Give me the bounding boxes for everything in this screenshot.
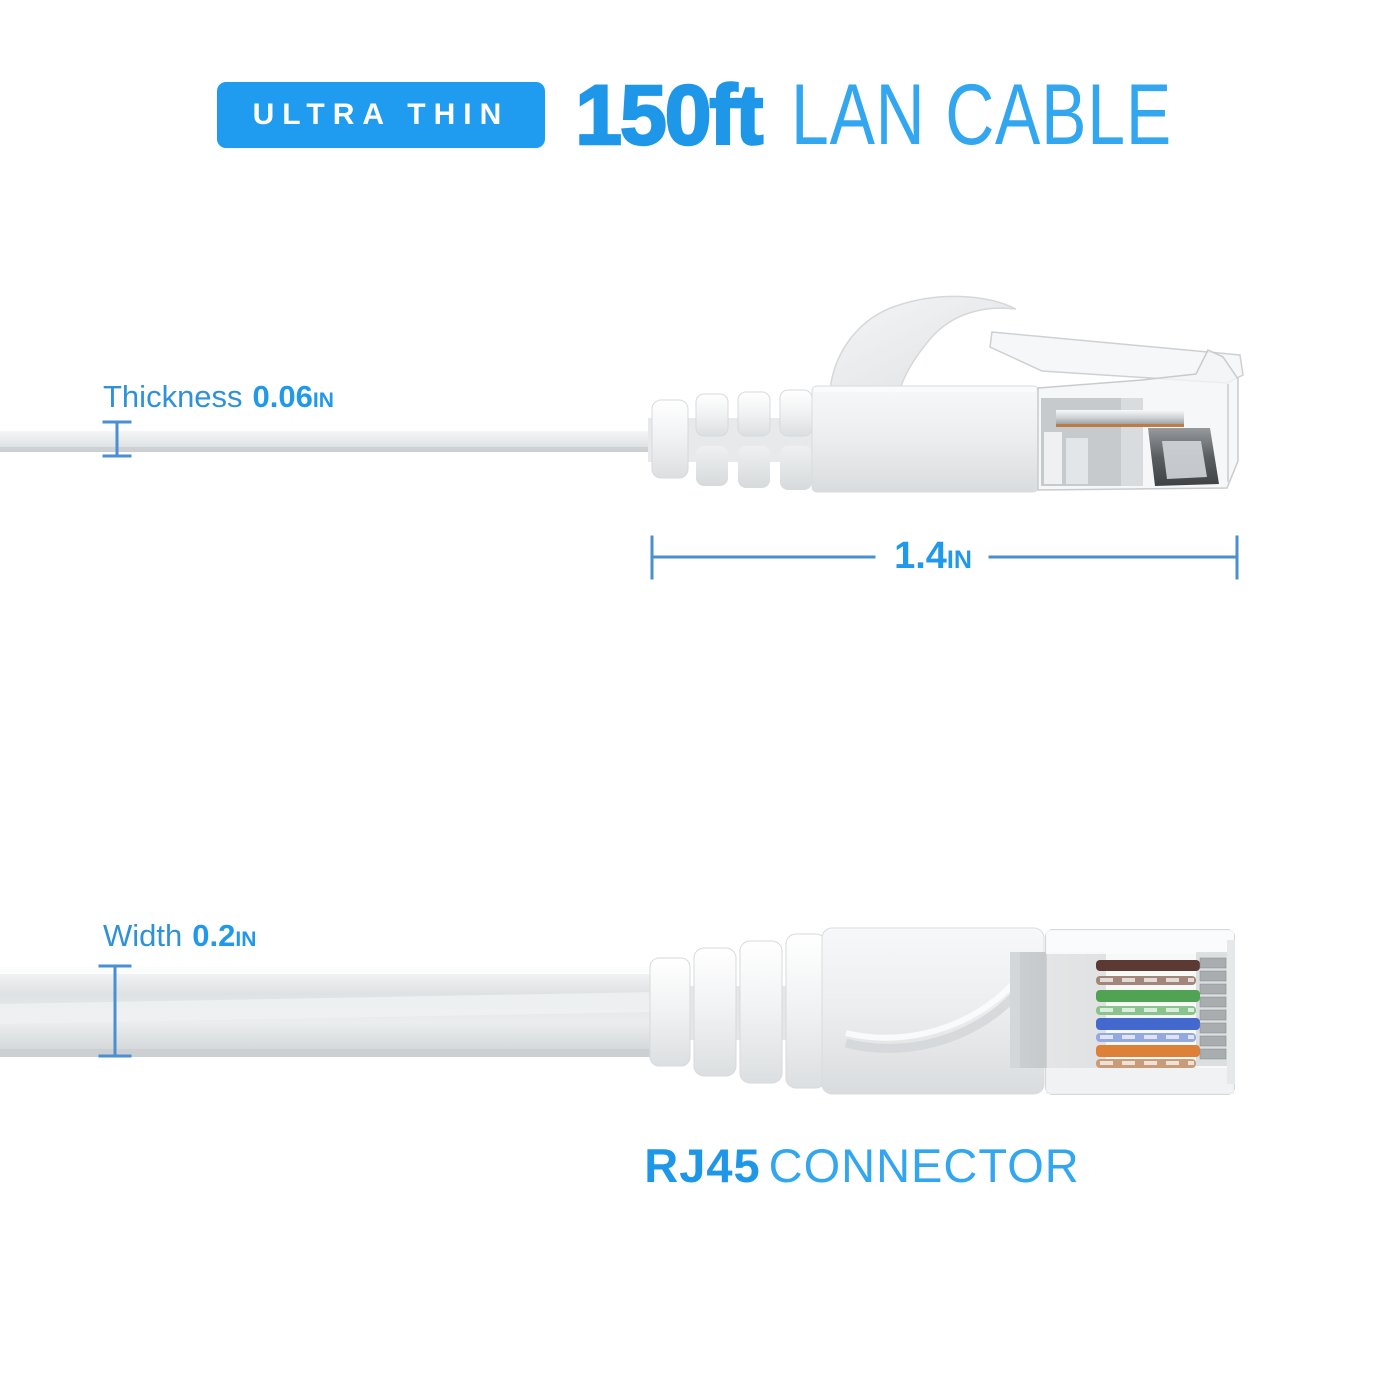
thickness-unit: IN	[312, 389, 334, 412]
connector-length-annotation: 1.4IN	[855, 537, 1011, 575]
header: ULTRA THIN 150ft LAN CABLE	[0, 68, 1400, 162]
strain-relief-boot-top	[649, 933, 832, 1089]
product-title-text: LAN CABLE	[791, 67, 1173, 163]
lan-cable-side-view	[0, 295, 1244, 493]
ultra-thin-badge: ULTRA THIN	[216, 82, 546, 148]
strain-relief-boot-side	[648, 389, 820, 490]
connector-length-value: 1.4	[894, 535, 947, 577]
connector-length-unit: IN	[946, 546, 972, 574]
connector-pins	[1199, 957, 1227, 1060]
flat-cable-side	[0, 424, 658, 452]
connector-name: RJ45	[644, 1139, 761, 1192]
width-annotation: Width 0.2IN	[103, 920, 256, 951]
flat-cable-top	[0, 967, 654, 1057]
wire-pairs	[1096, 960, 1200, 1068]
connector-body-side	[811, 385, 1039, 493]
lan-cable-top-view	[0, 927, 1235, 1095]
width-unit: IN	[235, 928, 257, 951]
latch-clip-side	[829, 295, 1017, 391]
clear-plug-side	[1037, 349, 1239, 491]
thickness-value: 0.06	[252, 379, 313, 414]
thickness-annotation: Thickness 0.06IN	[103, 381, 334, 412]
ultra-thin-badge-label: ULTRA THIN	[252, 98, 510, 131]
thickness-measure-bracket	[102, 420, 132, 458]
width-label: Width	[103, 918, 183, 953]
product-title: LAN CABLE	[791, 70, 1183, 160]
width-value: 0.2	[192, 918, 236, 953]
clear-plug-top	[1045, 929, 1235, 1095]
width-measure-bracket	[98, 964, 132, 1058]
connector-length-measure-line	[650, 535, 1239, 580]
thickness-label: Thickness	[103, 379, 243, 414]
connector-word: CONNECTOR	[768, 1139, 1080, 1192]
cable-length-title: 150ft	[574, 68, 765, 162]
